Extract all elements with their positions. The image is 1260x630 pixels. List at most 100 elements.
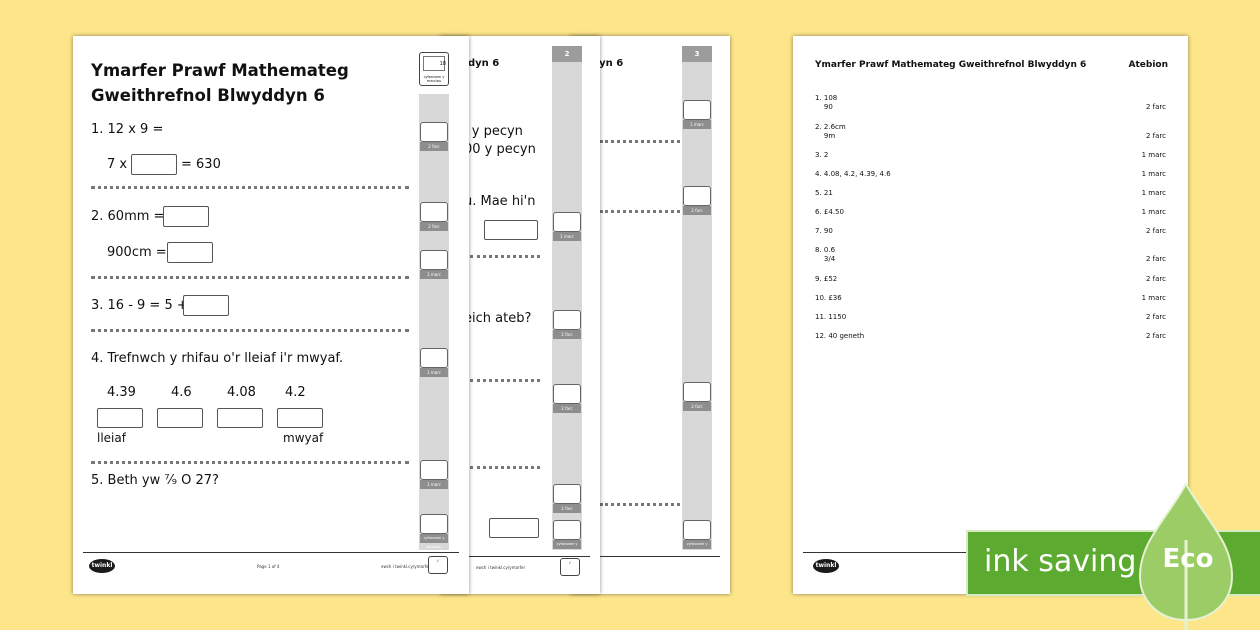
answer-marks: 2 farc xyxy=(1145,132,1166,140)
mark-box[interactable] xyxy=(553,484,581,504)
answers-heading: Atebion xyxy=(1128,60,1169,70)
question-2-part-b: 900cm = xyxy=(107,245,167,260)
page-title-fragment: dyn 6 xyxy=(468,58,500,69)
answer-marks: 2 farc xyxy=(1145,332,1166,340)
mark-label: 1 marc xyxy=(420,368,448,377)
answer-text: 8. 0.6 3/4 xyxy=(815,246,836,263)
question-3: 3. 16 - 9 = 5 + xyxy=(91,298,188,313)
dotted-divider xyxy=(600,210,680,213)
question-4: 4. Trefnwch y rhifau o'r lleiaf i'r mwya… xyxy=(91,351,344,366)
mark-box[interactable] xyxy=(420,250,448,270)
mark-box[interactable] xyxy=(420,348,448,368)
footer-line xyxy=(580,556,720,557)
twinkl-logo: twinkl xyxy=(813,559,839,573)
strip-total-label: cyfanswm y dudalen xyxy=(420,534,448,549)
title-line-2: Gweithrefnol Blwyddyn 6 xyxy=(91,86,325,105)
most-label: mwyaf xyxy=(283,431,324,445)
page-number: Page 1 of 4 xyxy=(257,564,280,569)
worksheet-page-1: Ymarfer Prawf Mathemateg Gweithrefnol Bl… xyxy=(73,36,469,594)
answer-box[interactable] xyxy=(97,408,143,428)
number-card: 4.2 xyxy=(285,385,306,400)
answer-text: 10. £36 xyxy=(815,294,842,302)
number-card: 4.39 xyxy=(107,385,136,400)
answer-box[interactable] xyxy=(131,154,177,175)
total-marks-box: 18 cyfanswm y marciau xyxy=(419,52,449,86)
dotted-divider xyxy=(91,329,409,332)
strip-number: 2 xyxy=(552,46,582,62)
footer-site: ewch i twinkl.cy/ymarfer xyxy=(381,564,431,569)
answer-marks: 1 marc xyxy=(1141,294,1166,302)
answer-marks: 1 marc xyxy=(1141,208,1166,216)
answer-box[interactable] xyxy=(489,518,539,538)
number-card: 4.6 xyxy=(171,385,192,400)
mark-box[interactable] xyxy=(683,100,711,120)
mark-label: 2 farc xyxy=(420,142,448,151)
answer-sheet: Ymarfer Prawf Mathemateg Gweithrefnol Bl… xyxy=(793,36,1188,594)
mark-box[interactable] xyxy=(553,520,581,540)
question-5: 5. Beth yw ⁷⁄₉ O 27? xyxy=(91,473,219,488)
total-marks-number: 18 xyxy=(439,61,446,67)
answer-marks: 2 farc xyxy=(1145,103,1166,111)
mark-box[interactable] xyxy=(553,384,581,404)
answer-text: 9. £52 xyxy=(815,275,838,283)
footer-site: ewch i twinkl.cy/ymarfer xyxy=(476,565,526,570)
mark-box[interactable] xyxy=(420,460,448,480)
answer-box[interactable] xyxy=(277,408,323,428)
eco-badge: Eco xyxy=(1162,544,1214,574)
answer-marks: 1 marc xyxy=(1141,151,1166,159)
mark-box[interactable] xyxy=(420,514,448,534)
marks-strip: 3 1 marc 2 farc 2 farc cyfanswm y dudale… xyxy=(682,46,712,555)
answer-box[interactable] xyxy=(157,408,203,428)
question-1-suffix: = 630 xyxy=(181,157,221,172)
mark-box[interactable] xyxy=(683,186,711,206)
mark-label: 2 farc xyxy=(553,404,581,413)
answer-box[interactable] xyxy=(163,206,209,227)
mark-box[interactable] xyxy=(420,122,448,142)
least-label: lleiaf xyxy=(97,431,126,445)
title-line-1: Ymarfer Prawf Mathemateg xyxy=(91,61,349,80)
question-1: 1. 12 x 9 = xyxy=(91,122,164,137)
answer-box[interactable] xyxy=(183,295,229,316)
footer-line xyxy=(450,556,590,557)
worksheet-title: Ymarfer Prawf Mathemateg Gweithrefnol Bl… xyxy=(91,58,349,108)
answer-text: 3. 2 xyxy=(815,151,829,159)
mark-box[interactable] xyxy=(553,212,581,232)
mark-label: 2 farc xyxy=(553,504,581,513)
twinkl-logo: twinkl xyxy=(89,559,115,573)
total-marks-field[interactable] xyxy=(423,56,445,71)
answer-box[interactable] xyxy=(484,220,538,240)
eco-leaf-icon xyxy=(1138,481,1234,630)
mark-label: 1 marc xyxy=(420,480,448,489)
answer-sheet-title: Ymarfer Prawf Mathemateg Gweithrefnol Bl… xyxy=(815,60,1087,70)
dotted-divider xyxy=(470,466,540,469)
mark-box[interactable] xyxy=(683,382,711,402)
question-text: 00 y pecyn xyxy=(464,142,536,157)
answer-text: 6. £4.50 xyxy=(815,208,844,216)
question-text: i y pecyn xyxy=(464,124,523,139)
number-card: 4.08 xyxy=(227,385,256,400)
answer-text: 7. 90 xyxy=(815,227,833,235)
answer-text: 2. 2.6cm 9m xyxy=(815,123,846,140)
answer-text: 12. 40 geneth xyxy=(815,332,865,340)
dotted-divider xyxy=(91,461,409,464)
dotted-divider xyxy=(600,140,680,143)
mark-label: 2 farc xyxy=(683,206,711,215)
answer-text: 1. 108 90 xyxy=(815,94,838,111)
mark-label: 2 farc xyxy=(420,222,448,231)
dotted-divider xyxy=(91,186,409,189)
mark-box[interactable] xyxy=(683,520,711,540)
marks-strip: 2 farc 2 farc 1 marc 1 marc 1 marc cyfan… xyxy=(419,94,449,550)
answer-box[interactable] xyxy=(167,242,213,263)
answer-text: 4. 4.08, 4.2, 4.39, 4.6 xyxy=(815,170,891,178)
question-text: u. Mae hi'n xyxy=(464,194,536,209)
mark-box[interactable] xyxy=(420,202,448,222)
mark-box[interactable] xyxy=(553,310,581,330)
dotted-divider xyxy=(600,503,680,506)
footer-line xyxy=(83,552,459,553)
answer-marks: 1 marc xyxy=(1141,189,1166,197)
mark-label: 2 farc xyxy=(683,402,711,411)
answer-box[interactable] xyxy=(217,408,263,428)
mark-label: 1 marc xyxy=(420,270,448,279)
marks-strip: 2 1 marc 2 farc 2 farc 2 farc cyfanswm y… xyxy=(552,46,582,555)
stamp-icon: ✓ xyxy=(428,556,448,574)
